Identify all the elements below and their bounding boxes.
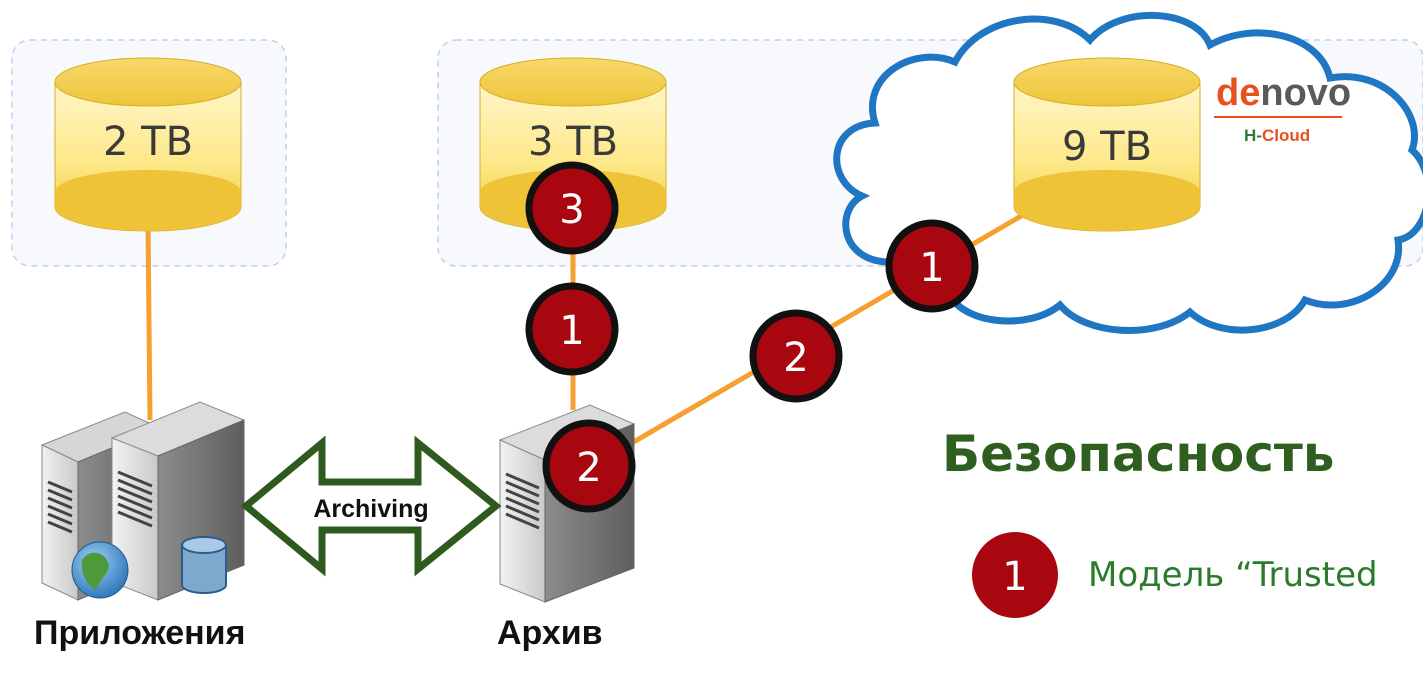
svg-text:2: 2 — [783, 335, 808, 381]
badge-archive-server: 2 — [542, 419, 636, 513]
archiving-label: Archiving — [313, 495, 428, 523]
apps-caption: Приложения — [34, 614, 246, 652]
logo-de: de — [1216, 72, 1260, 114]
svg-text:2: 2 — [576, 445, 601, 491]
database-icon — [181, 536, 227, 594]
app-capacity-label: 2 TB — [103, 119, 193, 165]
app-storage-cylinder: 2 TB — [54, 57, 242, 232]
logo-h: H- — [1244, 126, 1262, 145]
logo-cloud: Cloud — [1262, 126, 1310, 145]
badge-legend: 1 — [972, 532, 1058, 618]
logo-novo: novo — [1260, 72, 1351, 114]
badge-archive-disk: 3 — [525, 161, 619, 255]
security-legend-item: Модель “Trusted — [1088, 555, 1378, 595]
svg-text:1: 1 — [919, 245, 944, 291]
security-title: Безопасность — [942, 425, 1335, 483]
denovo-logo: denovo H-Cloud — [1214, 72, 1351, 145]
app-storage-link — [145, 224, 153, 421]
badge-archive-link: 1 — [525, 282, 619, 376]
globe-land — [81, 552, 109, 590]
badge-cloud-link: 1 — [885, 219, 979, 313]
cloud-capacity-label: 9 TB — [1062, 124, 1152, 170]
badge-wan-link: 2 — [749, 309, 843, 403]
svg-text:3: 3 — [559, 187, 584, 233]
archiving-arrow: Archiving — [240, 435, 502, 577]
cloud-storage-cylinder: 9 TB — [1013, 57, 1201, 232]
svg-text:denovo: denovo — [1216, 72, 1351, 114]
svg-text:1: 1 — [1002, 554, 1027, 600]
svg-text:1: 1 — [559, 308, 584, 354]
archive-caption: Архив — [497, 614, 603, 652]
svg-text:H-Cloud: H-Cloud — [1244, 126, 1310, 145]
archive-capacity-label: 3 TB — [528, 119, 618, 165]
